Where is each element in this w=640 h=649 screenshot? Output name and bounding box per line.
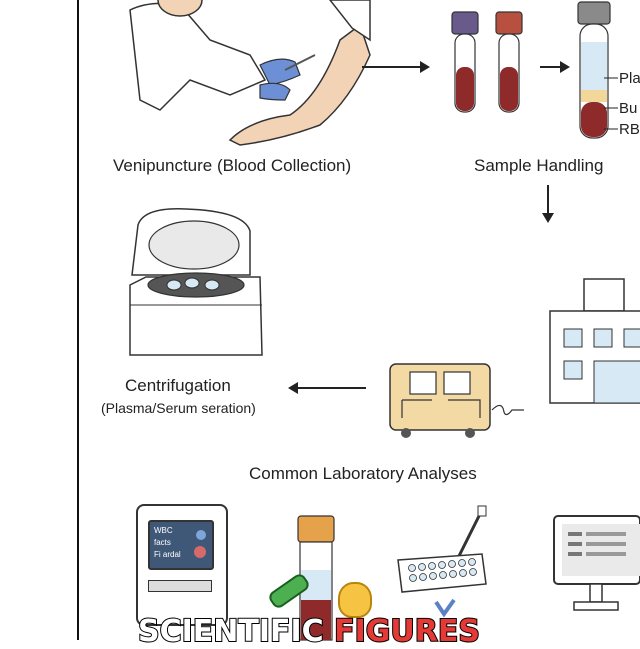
venipuncture-caption: Venipuncture (Blood Collection)	[113, 156, 352, 175]
screen-dot-red	[194, 546, 206, 558]
centrifuge-illustration	[129, 208, 263, 356]
separated-tube	[577, 1, 611, 139]
centrifugation-subcaption: (Plasma/Serum seration)	[101, 400, 256, 416]
analyzer-screen-line-2: facts	[154, 538, 171, 547]
analyzer-screen: WBC facts Fi ardal	[148, 520, 214, 570]
microplate-with-pipette	[397, 505, 487, 618]
analyzer-slot	[148, 580, 212, 592]
lab-building	[549, 278, 640, 404]
analyzer-screen-line-1: WBC	[154, 526, 173, 535]
hematology-analyzer: WBC facts Fi ardal	[136, 504, 228, 626]
analyses-caption: Common Laboratory Analyses	[249, 464, 477, 483]
tube-red-cap	[495, 11, 523, 113]
analyzer-screen-line-3: Fi ardal	[154, 550, 181, 559]
scientific-figures-banner: SCIENTIFIC FIGURES	[137, 613, 481, 649]
arrow-right-2	[540, 61, 570, 73]
arrow-down	[542, 185, 554, 223]
banner-word-2: FIGURES	[333, 613, 481, 649]
arrow-left	[288, 382, 366, 394]
ok-hand-emoji	[338, 582, 372, 618]
serum-tube	[297, 515, 335, 641]
computer-monitor	[553, 515, 640, 611]
layer-label-plasma: Pla	[619, 70, 640, 87]
frame-border-line	[77, 0, 79, 640]
centrifugation-caption: Centrifugation	[125, 376, 231, 395]
transport-cart	[389, 363, 524, 438]
venipuncture-illustration	[129, 0, 371, 146]
sample-handling-caption: Sample Handling	[474, 156, 604, 175]
layer-label-rbc: RB	[619, 121, 640, 138]
arrow-right-1	[362, 61, 430, 73]
screen-dot-blue	[196, 530, 206, 540]
tube-layer-pointers	[604, 77, 618, 130]
banner-word-1: SCIENTIFIC	[137, 613, 325, 649]
tube-purple-cap	[451, 11, 479, 113]
layer-label-buffy: Bu	[619, 100, 638, 117]
sample-tubes	[451, 11, 523, 113]
